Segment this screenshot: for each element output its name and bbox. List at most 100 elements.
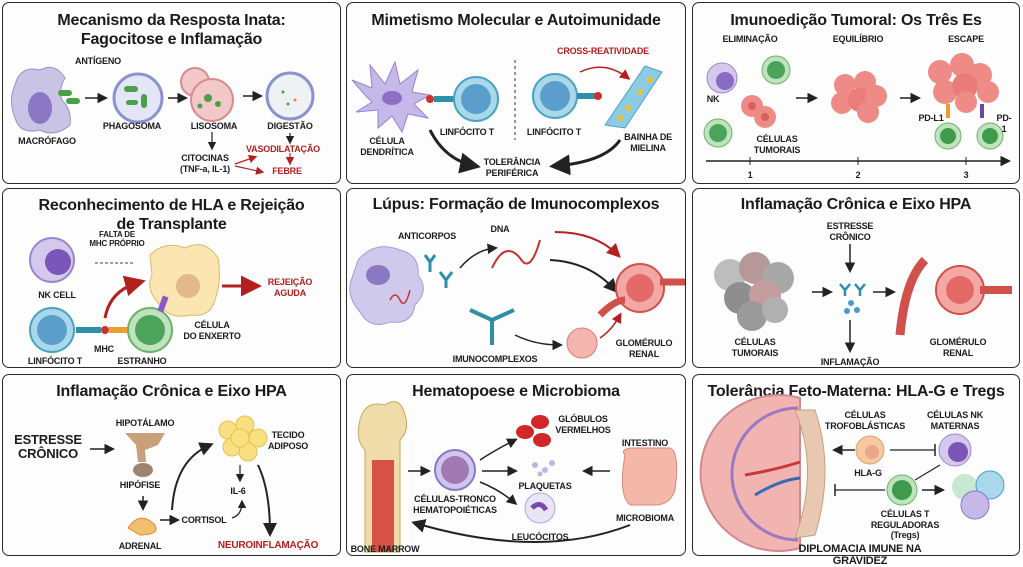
inflamed-cell-icon <box>566 327 598 359</box>
tcr-receptor-icon <box>434 96 454 102</box>
microbiome-arrow <box>411 519 631 543</box>
arrow <box>103 275 146 319</box>
label-t-lymphocyte: LINFÓCITO T <box>27 356 83 366</box>
arrow <box>234 155 258 165</box>
timeline-label-3: 3 <box>963 170 969 180</box>
receptor-icon <box>157 295 169 313</box>
label-foreign: ESTRANHO <box>117 356 167 366</box>
red-blood-cells-icon <box>516 415 551 447</box>
tcr-receptor-icon <box>76 327 101 333</box>
panel-title: Lúpus: Formação de Imunocomplexos <box>372 196 660 213</box>
cross-reactivity-arrow <box>579 66 631 80</box>
tumor-cells-icon <box>714 252 794 331</box>
label-hla-g: HLA-G <box>854 468 882 478</box>
digestion-icon <box>265 71 315 121</box>
label-il6: IL-6 <box>230 486 246 496</box>
platelets-icon <box>532 460 555 477</box>
label-digestion: DIGESTÃO <box>267 121 313 131</box>
arrow <box>234 165 265 175</box>
label-dna: DNA <box>490 224 510 234</box>
panel-title: Imunoedição Tumoral: Os Três Es <box>730 12 982 29</box>
tumor-escape-cluster-icon <box>928 53 999 113</box>
label-acute-rejection: REJEIÇÃO AGUDA <box>267 277 313 298</box>
label-trophoblast-cells: CÉLULAS TROFOBLÁSTICAS <box>824 410 906 431</box>
t-cell-icon <box>761 55 791 85</box>
leukocyte-icon <box>524 492 556 524</box>
arrow <box>549 139 622 176</box>
phagosome-icon <box>112 72 164 124</box>
arrow <box>514 334 563 351</box>
label-cortisol: CORTISOL <box>181 515 227 525</box>
immune-cells-cluster-icon <box>952 470 1005 520</box>
placenta-uterus-icon <box>699 394 826 552</box>
arrow <box>479 481 518 505</box>
label-nk: NK <box>706 94 720 104</box>
glomerulus-icon <box>895 256 1012 336</box>
t-lymphocyte-icon <box>29 307 75 353</box>
label-cytokines: CITOCINAS (TNF-a, IL-1) <box>180 153 230 174</box>
panel-title: Mecanismo da Resposta Inata: Fagocitose … <box>57 12 286 48</box>
mhc-receptor-icon <box>109 327 129 333</box>
t-cell-icon <box>976 122 1004 150</box>
arrow <box>459 243 498 269</box>
nk-cell-icon <box>29 237 75 283</box>
label-immune-complexes: IMUNOCOMPLEXOS <box>452 354 538 364</box>
arrow <box>428 129 481 174</box>
trophoblast-cell-icon <box>855 435 885 465</box>
antigen-icon <box>594 92 602 100</box>
pd-1-icon <box>980 104 984 118</box>
timeline-label-1: 1 <box>747 170 753 180</box>
label-t-lymphocyte: LINFÓCITO T <box>439 127 495 137</box>
label-pituitary: HIPÓFISE <box>119 480 161 490</box>
arrow <box>549 259 618 293</box>
label-antigen: ANTÍGENO <box>75 56 121 66</box>
arrow <box>231 499 247 519</box>
myelin-sheath-icon <box>604 65 663 129</box>
label-hypothalamus: HIPOTÁLAMO <box>115 418 175 428</box>
immune-complex-icon <box>469 308 515 345</box>
cytokine-icon <box>854 307 860 313</box>
label-equilibrium: EQUILÍBRIO <box>832 34 884 44</box>
dna-icon <box>389 289 411 305</box>
inhibition-line <box>914 464 941 481</box>
panel-title: Mimetismo Molecular e Autoimunidade <box>371 12 661 29</box>
apoptotic-cell-icon <box>349 246 424 325</box>
adipose-tissue-icon <box>218 415 268 462</box>
label-renal-glomerulus: GLOMÉRULO RENAL <box>615 338 673 359</box>
tumor-cluster-icon <box>831 71 887 123</box>
intestine-icon <box>621 447 678 506</box>
label-neuroinflammation: NEUROINFLAMAÇÃO <box>217 540 319 551</box>
label-chronic-stress: ESTRESSE CRÔNICO <box>14 432 82 461</box>
label-maternal-nk-cells: CÉLULAS NK MATERNAS <box>927 410 983 431</box>
antibody-icon <box>423 254 454 288</box>
label-pd-l1: PD-L1 <box>918 113 944 123</box>
label-phagosome: PHAGOSOMA <box>102 121 162 131</box>
cytokine-icon <box>844 308 850 314</box>
label-stem-cells: CÉLULAS-TRONCO HEMATOPOIÉTICAS <box>413 494 497 515</box>
label-macrophage: MACRÓFAGO <box>18 136 76 146</box>
label-dendritic-cell: CÉLULA DENDRÍTICA <box>360 136 414 157</box>
label-escape: ESCAPE <box>948 34 984 44</box>
label-lysosome: LISOSOMA <box>190 121 238 131</box>
label-red-blood-cells: GLÓBULOS VERMELHOS <box>555 414 611 435</box>
maternal-nk-cell-icon <box>938 433 972 467</box>
nk-cell-icon <box>706 62 738 94</box>
tcr-receptor-icon <box>577 93 599 99</box>
label-pd-1: PD-1 <box>996 113 1012 134</box>
stem-cell-icon <box>434 449 476 491</box>
glomerulus-icon <box>597 263 685 318</box>
t-lymphocyte-icon <box>532 73 578 119</box>
cytokine-icon <box>848 300 854 306</box>
label-treg-cells: CÉLULAS T REGULADORAS (Tregs) <box>870 509 940 540</box>
panel-title: Hematopoese e Microbioma <box>412 383 620 400</box>
dendritic-cell-icon <box>351 60 432 134</box>
antigen-icon <box>426 95 434 103</box>
arrow <box>554 231 621 258</box>
lysosome-icon <box>180 67 234 122</box>
arrow <box>479 438 518 461</box>
panel-title: Inflamação Crônica e Eixo HPA <box>740 196 972 213</box>
antibody-icon <box>839 283 866 296</box>
arrow <box>257 464 277 537</box>
label-peripheral-tolerance: TOLERÂNCIA PERIFÉRICA <box>483 157 541 178</box>
